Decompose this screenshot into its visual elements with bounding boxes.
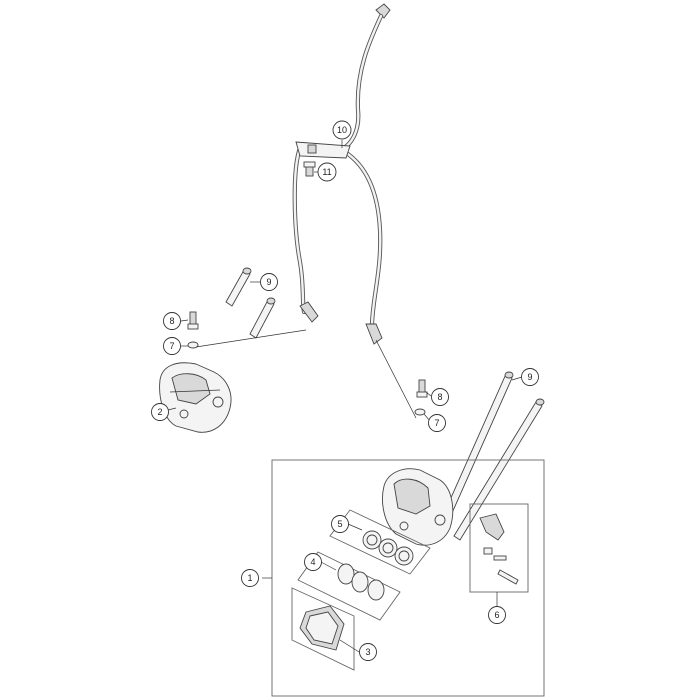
- callout-2-label: 2: [157, 407, 162, 417]
- callout-4: 4: [304, 553, 322, 571]
- left-caliper-bolts: [225, 267, 276, 339]
- callout-8-left: 8: [163, 312, 181, 330]
- right-brake-caliper: [382, 468, 454, 546]
- seal-set-4: [297, 551, 401, 621]
- callout-10-label: 10: [337, 125, 347, 135]
- callout-8-left-label: 8: [169, 316, 174, 326]
- callout-6-label: 6: [494, 610, 499, 620]
- callout-6: 6: [488, 606, 506, 624]
- callout-3: 3: [359, 643, 377, 661]
- callout-5: 5: [331, 515, 349, 533]
- callout-1-label: 1: [247, 573, 252, 583]
- callout-9-left-label: 9: [266, 277, 271, 287]
- right-oring: [414, 408, 426, 416]
- banjo-bolt-11: [303, 161, 316, 177]
- callout-9-right-label: 9: [527, 372, 532, 382]
- callout-11-label: 11: [322, 167, 331, 177]
- callout-7-left-label: 7: [169, 341, 174, 351]
- piston-set-5: [329, 509, 431, 575]
- callout-9-right: 9: [521, 368, 539, 386]
- callout-5-label: 5: [337, 519, 342, 529]
- callout-7-right: 7: [428, 414, 446, 432]
- callout-8-right: 8: [431, 388, 449, 406]
- hardware-kit-6: [469, 503, 529, 593]
- callout-7-left: 7: [163, 337, 181, 355]
- left-brake-caliper: [159, 362, 232, 433]
- callout-7-right-label: 7: [434, 418, 439, 428]
- callout-2: 2: [151, 403, 169, 421]
- callout-4-label: 4: [310, 557, 315, 567]
- brake-pad-3: [291, 587, 355, 671]
- right-bleed-screw: [416, 379, 428, 398]
- left-bleed-screw: [187, 311, 199, 330]
- brake-hose: [292, 3, 391, 345]
- callout-8-right-label: 8: [437, 392, 442, 402]
- callout-9-left: 9: [260, 273, 278, 291]
- leader-lines: [167, 140, 523, 653]
- callout-3-label: 3: [365, 647, 370, 657]
- callout-10: 10: [332, 120, 352, 140]
- left-oring: [187, 341, 199, 349]
- callout-1: 1: [241, 569, 259, 587]
- callout-11: 11: [317, 162, 337, 182]
